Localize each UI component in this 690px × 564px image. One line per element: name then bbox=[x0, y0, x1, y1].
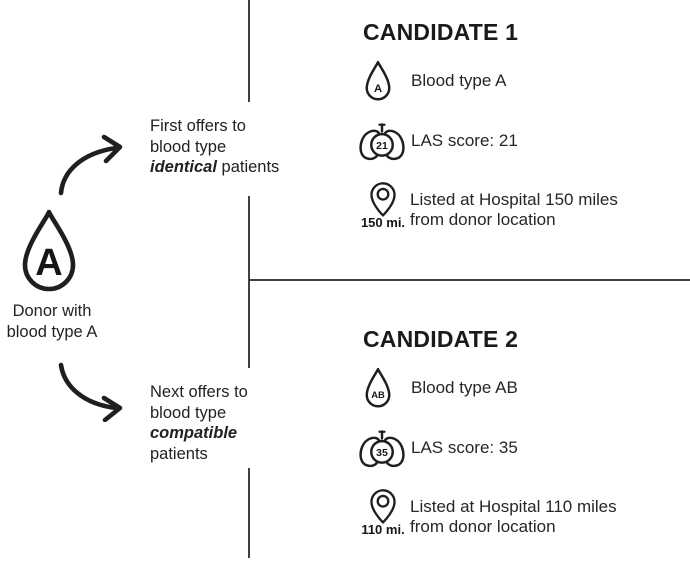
first-offer-line3: identical patients bbox=[150, 157, 280, 178]
candidate-2-las-label: LAS score: 35 bbox=[411, 438, 518, 457]
candidate-1-listing-line1: Listed at Hospital 150 miles bbox=[410, 190, 618, 209]
lungs-icon: 21 bbox=[357, 123, 407, 161]
candidate-2-title: CANDIDATE 2 bbox=[363, 326, 519, 352]
first-offer-emphasis: identical bbox=[150, 158, 217, 176]
donor-label-line1: Donor with bbox=[12, 302, 92, 320]
next-offer-rest: patients bbox=[150, 444, 208, 463]
first-offer-text: First offers to blood type identical pat… bbox=[150, 116, 280, 178]
candidate-2-listing: Listed at Hospital 110 miles from donor … bbox=[410, 497, 617, 537]
next-offer-line3: compatible patients bbox=[150, 423, 280, 464]
curved-arrow-up-icon bbox=[50, 133, 132, 197]
vertical-divider-segment-3 bbox=[248, 468, 250, 558]
candidate-1-distance-group: 150 mi. bbox=[357, 181, 409, 230]
next-offer-emphasis: compatible bbox=[150, 424, 238, 442]
blood-drop-icon: AB bbox=[363, 366, 393, 409]
candidate-2-distance-group: 110 mi. bbox=[357, 488, 409, 537]
lungs-icon: 35 bbox=[357, 430, 407, 468]
candidate-2-section: CANDIDATE 2 AB Blood type AB 35 LAS scor… bbox=[357, 326, 690, 564]
candidate-1-distance: 150 mi. bbox=[360, 215, 406, 230]
vertical-divider-segment-2 bbox=[248, 196, 250, 368]
blood-drop-icon: A bbox=[363, 59, 393, 102]
horizontal-divider bbox=[248, 279, 690, 281]
first-offer-line2: blood type bbox=[150, 137, 227, 156]
donor-label-line2: blood type A bbox=[6, 322, 98, 341]
candidate-1-listing: Listed at Hospital 150 miles from donor … bbox=[410, 190, 618, 230]
candidate-2-distance: 110 mi. bbox=[361, 522, 405, 537]
candidate-1-blood-type-label: Blood type A bbox=[411, 71, 507, 90]
candidate-2-blood-type-letter: AB bbox=[371, 390, 385, 400]
candidate-2-las-number: 35 bbox=[376, 448, 388, 459]
candidate-1-section: CANDIDATE 1 A Blood type A 21 LAS score:… bbox=[357, 19, 690, 259]
donor-label: Donor with blood type A bbox=[0, 301, 104, 342]
next-offer-text: Next offers to blood type compatible pat… bbox=[150, 382, 280, 464]
candidate-1-listing-line2: from donor location bbox=[410, 210, 556, 229]
candidate-2-listing-line1: Listed at Hospital 110 miles bbox=[410, 497, 617, 516]
candidate-1-blood-type-letter: A bbox=[374, 83, 382, 95]
vertical-divider-segment-1 bbox=[248, 0, 250, 102]
location-pin-icon bbox=[370, 489, 396, 524]
candidate-2-blood-type-label: Blood type AB bbox=[411, 378, 518, 397]
candidate-1-title: CANDIDATE 1 bbox=[363, 19, 519, 45]
location-pin-icon bbox=[370, 182, 396, 217]
curved-arrow-down-icon bbox=[50, 360, 132, 422]
donor-blood-drop-icon: A bbox=[18, 208, 80, 294]
donor-blood-type-letter: A bbox=[35, 242, 62, 284]
candidate-1-las-number: 21 bbox=[376, 141, 388, 152]
candidate-2-listing-line2: from donor location bbox=[410, 517, 556, 536]
first-offer-line1: First offers to bbox=[150, 117, 246, 135]
first-offer-rest: patients bbox=[216, 158, 280, 176]
next-offer-line1: Next offers to bbox=[150, 383, 248, 401]
next-offer-line2: blood type bbox=[150, 403, 227, 422]
candidate-1-las-label: LAS score: 21 bbox=[411, 131, 518, 150]
